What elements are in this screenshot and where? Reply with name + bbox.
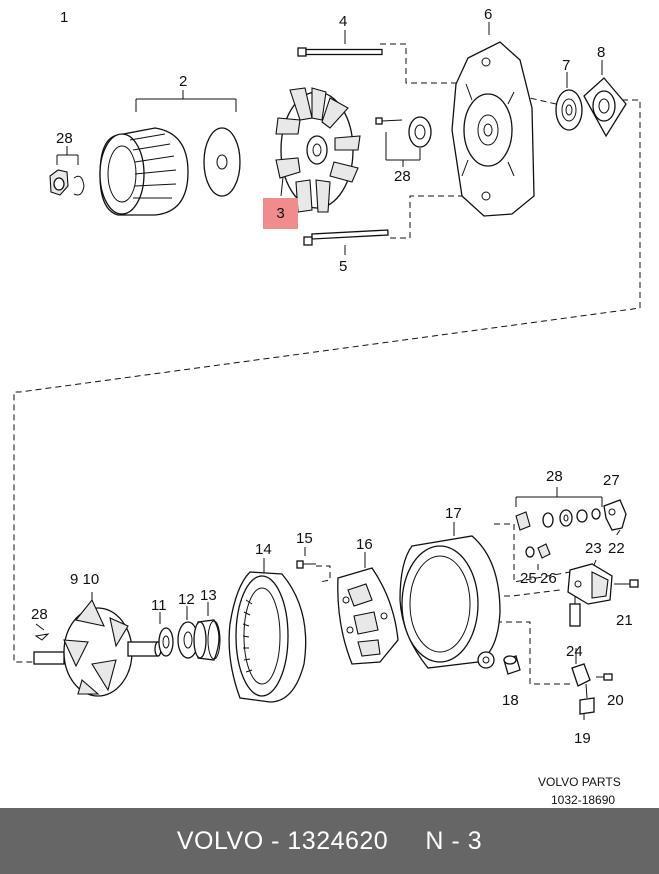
- label-7: 7: [562, 57, 570, 74]
- label-12: 12: [178, 591, 195, 608]
- credit-line-2: 1032-18690: [551, 793, 615, 807]
- regulator-part-22-23: [567, 563, 613, 605]
- rotor-part-9-10: [33, 598, 162, 697]
- label-24: 24: [566, 643, 583, 660]
- bushing-part-18: [503, 655, 521, 675]
- hardware-set-28-27: [515, 499, 627, 531]
- footer-part-number: VOLVO - 1324620 N - 3: [176, 826, 483, 855]
- label-6: 6: [484, 6, 492, 23]
- upper-leader-lines: [13, 22, 641, 663]
- label-15: 15: [296, 530, 313, 547]
- brush-part-19: [579, 683, 595, 715]
- credit-line-1: VOLVO PARTS: [538, 775, 621, 789]
- pulley-part-2: [99, 127, 241, 216]
- label-28-screw: 28: [394, 168, 411, 185]
- end-shield-part-6: [451, 41, 535, 217]
- bearing-plate-part-8: [583, 77, 627, 138]
- highlighted-part-label: 3: [263, 198, 298, 229]
- label-21: 21: [616, 612, 633, 629]
- label-27: 27: [603, 472, 620, 489]
- label-18: 18: [502, 692, 519, 709]
- label-16: 16: [356, 536, 373, 553]
- label-1: 1: [60, 9, 68, 26]
- label-17: 17: [445, 505, 462, 522]
- footer-bar: VOLVO - 1324620 N - 3: [0, 808, 659, 874]
- screw-part-15: [296, 560, 316, 569]
- bolt-part-4: [297, 47, 383, 57]
- nut-washer-25-26: [525, 543, 551, 559]
- label-8: 8: [597, 44, 605, 61]
- label-28-key: 28: [31, 606, 48, 623]
- exploded-parts-diagram: 1 2 4 5 6 7 8 28 28 28 28 9 10 11 12 13 …: [13, 6, 641, 807]
- label-14: 14: [255, 541, 272, 558]
- spacer-bearing-11-12-13: [158, 619, 221, 661]
- label-26: 26: [540, 570, 557, 587]
- terminal-part-20: [571, 663, 613, 687]
- label-20: 20: [607, 692, 624, 709]
- parts-credit: VOLVO PARTS 1032-18690: [538, 775, 621, 807]
- label-22: 22: [608, 540, 625, 557]
- label-23: 23: [585, 540, 602, 557]
- brush-holder-part-24: [569, 596, 581, 627]
- label-19: 19: [574, 730, 591, 747]
- label-13: 13: [200, 587, 217, 604]
- label-5: 5: [339, 258, 347, 275]
- label-11: 11: [151, 597, 167, 614]
- nut-washer-28: [49, 169, 85, 196]
- label-25: 25: [520, 570, 537, 587]
- fan-part-3: [275, 87, 361, 213]
- callout-labels: 1 2 4 5 6 7 8 28 28 28 28 9 10 11 12 13 …: [31, 6, 633, 747]
- end-housing-part-17: [399, 535, 501, 669]
- label-28-hardware: 28: [546, 468, 563, 485]
- label-9-10: 9 10: [70, 571, 99, 588]
- key-part-28: [34, 633, 50, 641]
- label-4: 4: [339, 13, 347, 30]
- label-28-pulley-nut: 28: [56, 130, 73, 147]
- label-2: 2: [179, 73, 187, 90]
- bolt-part-5: [303, 229, 389, 246]
- screw-washer-28: [375, 116, 432, 148]
- rectifier-part-16: [337, 567, 399, 665]
- stator-part-14: [228, 571, 307, 703]
- lower-leader-lines: [35, 487, 621, 720]
- bearing-part-7: [555, 89, 583, 131]
- screw-part-21: [614, 579, 639, 588]
